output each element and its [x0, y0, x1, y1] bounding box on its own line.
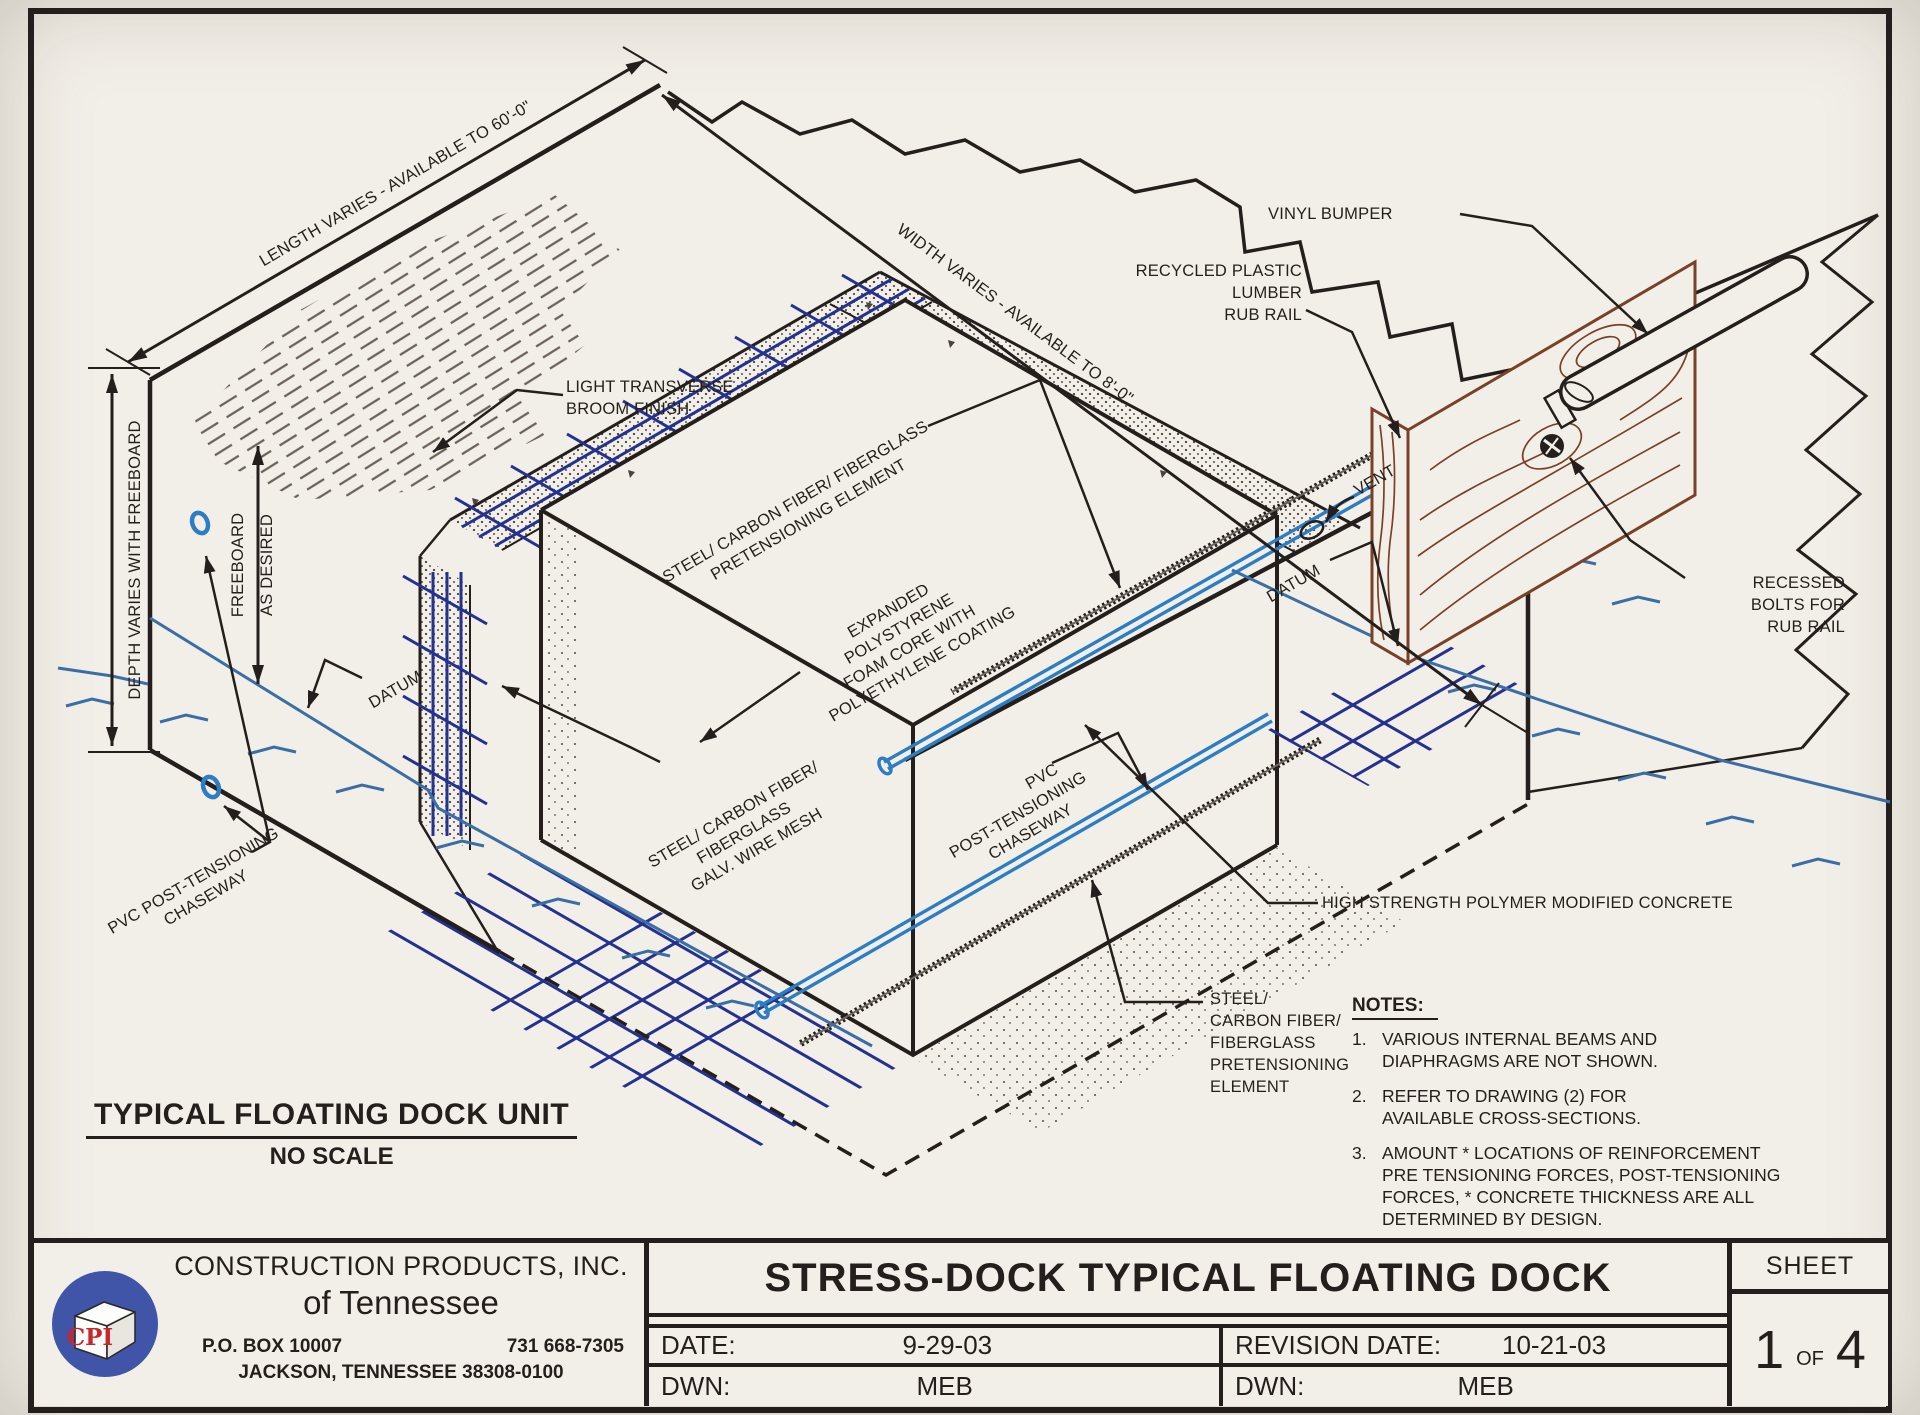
sheet-of: OF — [1796, 1347, 1824, 1370]
pvc-left-line-1: PVC POST-TENSIONING — [105, 824, 282, 938]
view-scale: NO SCALE — [269, 1143, 394, 1170]
sheet-num: 1 — [1754, 1320, 1785, 1380]
company-city: JACKSON, TENNESSEE 38308-0100 — [238, 1362, 564, 1383]
cpi-logo: CPI — [52, 1271, 158, 1377]
sheet-border — [28, 8, 1892, 1413]
pretension-bottom-label-2: CARBON FIBER/ — [1210, 1012, 1341, 1030]
revision-date-value: 10-21-03 — [1502, 1330, 1607, 1360]
sheet-box: SHEET 1 OF 4 — [1732, 1243, 1888, 1406]
freeboard-label-1: FREEBOARD — [229, 513, 247, 617]
concrete-label: HIGH STRENGTH POLYMER MODIFIED CONCRETE — [1322, 894, 1733, 912]
note-line: REFER TO DRAWING (2) FOR — [1382, 1086, 1627, 1106]
view-title-block: TYPICAL FLOATING DOCK UNIT NO SCALE — [86, 1098, 578, 1171]
date-rows: DATE: 9-29-03 REVISION DATE: 10-21-03 DW… — [649, 1324, 1727, 1406]
logo-text: CPI — [67, 1324, 113, 1351]
depth-dimension: DEPTH VARIES WITH FREEBOARD — [88, 367, 160, 753]
note-item: 2. REFER TO DRAWING (2) FOR AVAILABLE CR… — [1352, 1085, 1822, 1129]
broom-label-1: LIGHT TRANSVERSE — [566, 378, 734, 396]
note-line: DETERMINED BY DESIGN. — [1382, 1209, 1603, 1229]
company-pobox: P.O. BOX 10007 — [202, 1336, 343, 1357]
dwn-value: MEB — [916, 1371, 973, 1401]
revision-dwn-label: DWN: — [1235, 1371, 1305, 1401]
recessed-bolts-label-1: RECESSED — [1753, 574, 1845, 592]
pretension-rope-bottom — [798, 736, 1322, 1048]
rub-rail-label-1: RECYCLED PLASTIC — [1136, 262, 1302, 280]
logo-block-icon — [74, 1301, 136, 1360]
rub-rail-label-3: RUB RAIL — [1224, 306, 1302, 324]
note-line: AMOUNT * LOCATIONS OF REINFORCEMENT — [1382, 1143, 1761, 1163]
date-cell: DATE: 9-29-03 — [649, 1328, 1219, 1367]
sheet-number: 1 OF 4 — [1732, 1294, 1888, 1406]
foam-core-block — [539, 297, 1279, 1058]
note-text: REFER TO DRAWING (2) FOR AVAILABLE CROSS… — [1382, 1085, 1641, 1129]
dwn-cell: DWN: MEB — [649, 1367, 1219, 1406]
note-item: 1. VARIOUS INTERNAL BEAMS AND DIAPHRAGMS… — [1352, 1028, 1822, 1072]
rub-rail-label-2: LUMBER — [1232, 284, 1302, 302]
pretension-bottom-label-4: PRETENSIONING — [1210, 1056, 1349, 1074]
company-subname: of Tennessee — [303, 1284, 499, 1321]
chaseway-ports — [189, 510, 222, 800]
note-line: AVAILABLE CROSS-SECTIONS. — [1382, 1108, 1642, 1128]
title-block: CPI CONSTRUCTION PRODUCTS, INC. of Tenne… — [34, 1238, 1888, 1406]
revision-date-label: REVISION DATE: — [1235, 1330, 1442, 1360]
pvc-chaseway-tube-bottom — [754, 712, 1273, 1020]
vinyl-bumper-tube — [1542, 255, 1809, 430]
company-phone: 731 668-7305 — [506, 1336, 624, 1357]
view-title: TYPICAL FLOATING DOCK UNIT — [86, 1098, 578, 1139]
note-item: 3. AMOUNT * LOCATIONS OF REINFORCEMENT P… — [1352, 1142, 1822, 1230]
note-line: DIAPHRAGMS ARE NOT SHOWN. — [1382, 1051, 1658, 1071]
sheet-total: 4 — [1835, 1320, 1866, 1380]
date-value: 9-29-03 — [902, 1330, 993, 1360]
pretension-bottom-label-3: FIBERGLASS — [1210, 1034, 1316, 1052]
company-text: CONSTRUCTION PRODUCTS, INC. of Tennessee… — [166, 1251, 636, 1384]
company-box: CPI CONSTRUCTION PRODUCTS, INC. of Tenne… — [34, 1243, 649, 1406]
depth-dimension-label: DEPTH VARIES WITH FREEBOARD — [126, 420, 144, 699]
broom-finish-patch — [195, 195, 620, 500]
note-line: FORCES, * CONCRETE THICKNESS ARE ALL — [1382, 1187, 1755, 1207]
freeboard-label-2: AS DESIRED — [258, 514, 276, 616]
recessed-bolts-label-2: BOLTS FOR — [1751, 596, 1845, 614]
sheet-label: SHEET — [1732, 1243, 1888, 1294]
dwn-label: DWN: — [661, 1371, 731, 1401]
note-text: VARIOUS INTERNAL BEAMS AND DIAPHRAGMS AR… — [1382, 1028, 1658, 1072]
note-number: 2. — [1352, 1086, 1367, 1106]
concrete-stipple-bottom — [913, 848, 1405, 1132]
recessed-bolt — [1540, 434, 1564, 458]
freeboard-dimension: FREEBOARD AS DESIRED — [229, 446, 276, 684]
revision-dwn-value: MEB — [1457, 1371, 1514, 1401]
recessed-bolts-label-3: RUB RAIL — [1767, 618, 1845, 636]
note-line: VARIOUS INTERNAL BEAMS AND — [1382, 1029, 1658, 1049]
pretension-bottom-label-1: STEEL/ — [1210, 990, 1268, 1008]
leader-lines — [203, 212, 1686, 1004]
notes-block: NOTES: 1. VARIOUS INTERNAL BEAMS AND DIA… — [1352, 994, 1822, 1243]
vinyl-bumper-label: VINYL BUMPER — [1268, 205, 1393, 223]
note-number: 3. — [1352, 1143, 1367, 1163]
broom-label-2: BROOM FINISH — [566, 400, 689, 418]
company-name: CONSTRUCTION PRODUCTS, INC. — [174, 1251, 628, 1281]
waterline-right — [1231, 568, 1891, 804]
wire-mesh-left-strip — [402, 572, 488, 836]
note-number: 1. — [1352, 1029, 1367, 1049]
aggregate-flecks — [472, 302, 1167, 506]
revision-dwn-cell: DWN: MEB — [1219, 1367, 1727, 1406]
pvc-left-label: PVC POST-TENSIONING CHASEWAY — [105, 822, 297, 956]
drawing-title: STRESS-DOCK TYPICAL FLOATING DOCK — [649, 1243, 1727, 1317]
note-line: PRE TENSIONING FORCES, POST-TENSIONING — [1382, 1165, 1781, 1185]
date-label: DATE: — [661, 1330, 736, 1360]
revision-date-cell: REVISION DATE: 10-21-03 — [1219, 1328, 1727, 1367]
vent-fitting — [1299, 520, 1325, 540]
pretension-bottom-label-5: ELEMENT — [1210, 1078, 1289, 1096]
notes-heading: NOTES: — [1352, 995, 1438, 1020]
company-address: P.O. BOX 10007 731 668-7305 — [166, 1336, 636, 1358]
rub-rail-block — [1370, 259, 1697, 666]
title-box: STRESS-DOCK TYPICAL FLOATING DOCK DATE: … — [649, 1243, 1732, 1406]
note-text: AMOUNT * LOCATIONS OF REINFORCEMENT PRE … — [1382, 1142, 1780, 1230]
